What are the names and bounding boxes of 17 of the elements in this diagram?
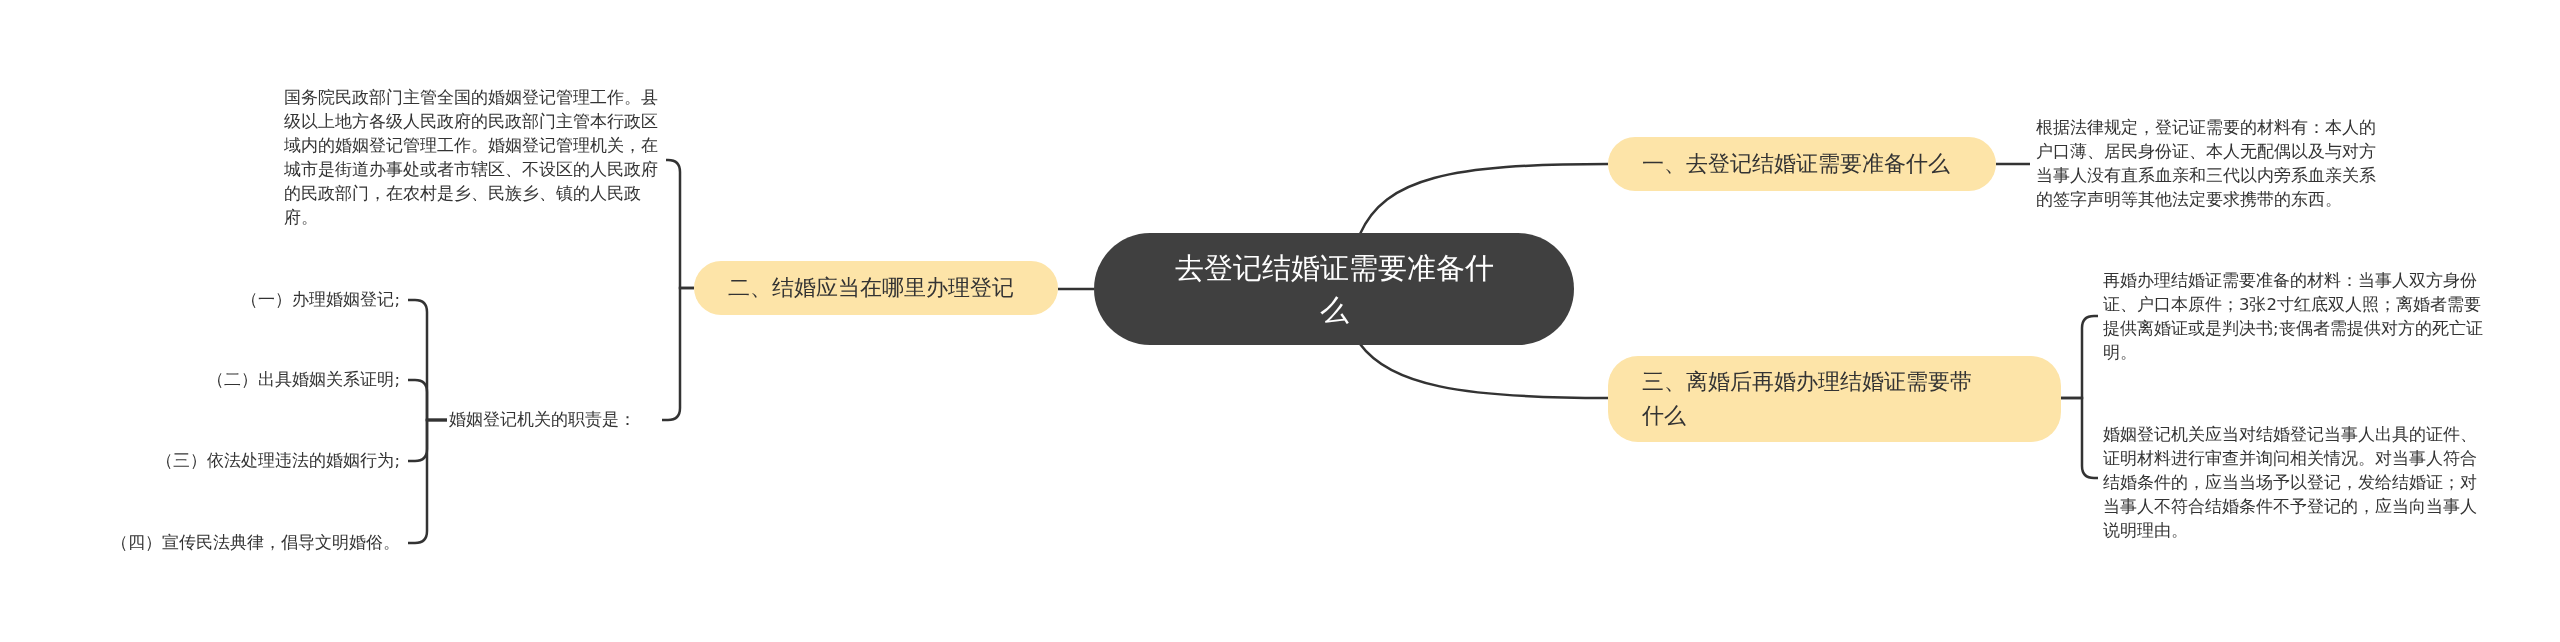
connector-line <box>1058 287 1094 291</box>
branch-box: 一、去登记结婚证需要准备什么 <box>1608 137 1996 191</box>
branch-box: 三、离婚后再婚办理结婚证需要带什么 <box>1608 356 2061 442</box>
list-item-text: （一）办理婚姻登记; <box>100 288 400 312</box>
note-text: 再婚办理结婚证需要准备的材料：当事人双方身份证、户口本原件；3张2寸红底双人照；离婚者需要提供离婚证或是判决书;丧偶者需提供对方的死亡证明。 <box>2103 269 2483 365</box>
topic-box: 去登记结婚证需要准备什么 <box>1094 233 1574 345</box>
list-item-text: （三）依法处理违法的婚姻行为; <box>60 449 400 473</box>
note-text: 根据法律规定，登记证需要的材料有：本人的户口薄、居民身份证、本人无配偶以及与对方当事人没有直系血亲和三代以内旁系血亲关系的签字声明等其他法定要求携带的东西。 <box>2036 116 2376 212</box>
note-text: 国务院民政部门主管全国的婚姻登记管理工作。县级以上地方各级人民政府的民政部门主管本行政区域内的婚姻登记管理工作。婚姻登记管理机关，在城市是街道办事处或者市辖区、不设区的人民政府的民政部门，在农村是乡、民族乡、镇的人民政府。 <box>284 86 668 230</box>
note-text: 婚姻登记机关的职责是： <box>449 408 649 432</box>
connector-line <box>1358 162 1608 235</box>
connector-line <box>1359 343 1608 400</box>
list-item-text: （二）出具婚姻关系证明; <box>100 368 400 392</box>
branch-box: 二、结婚应当在哪里办理登记 <box>694 261 1058 315</box>
list-item-text: （四）宣传民法典律，倡导文明婚俗。 <box>40 531 400 555</box>
connector-line <box>1996 162 2030 166</box>
note-text: 婚姻登记机关应当对结婚登记当事人出具的证件、证明材料进行审查并询问相关情况。对当事人符合结婚条件的，应当当场予以登记，发给结婚证；对当事人不符合结婚条件不予登记的，应当向当事人说明理由。 <box>2103 423 2483 543</box>
